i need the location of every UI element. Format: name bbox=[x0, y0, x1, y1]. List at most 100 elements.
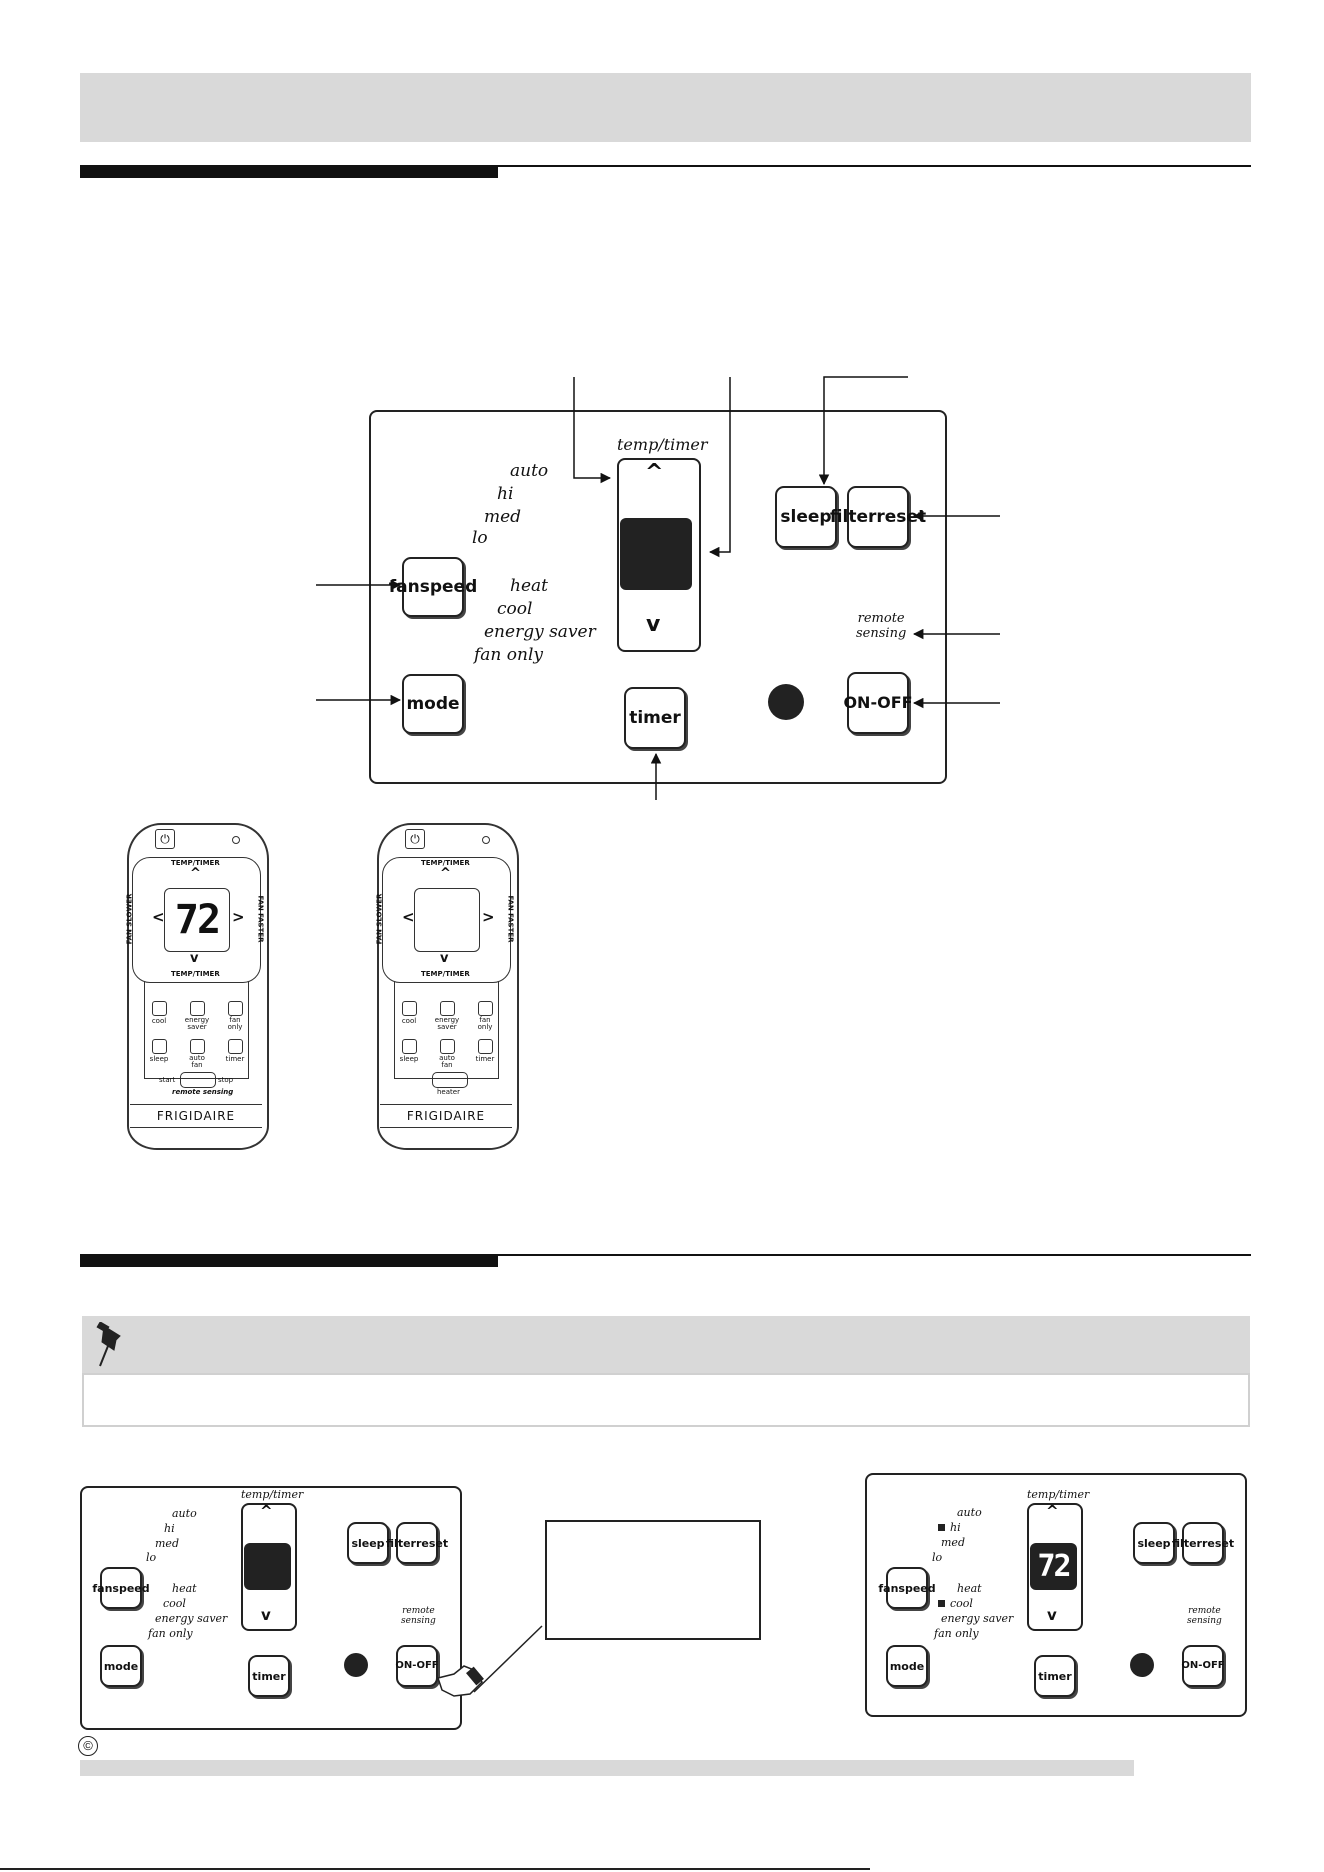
remote-sensor-indicator bbox=[344, 1653, 368, 1677]
on-off-button[interactable]: ON-OFF bbox=[1181, 1645, 1225, 1687]
mode-button[interactable]: mode bbox=[886, 1645, 928, 1687]
remote-dpad-frame bbox=[382, 857, 511, 983]
hand-pointer-icon bbox=[437, 1625, 543, 1697]
on-off-label-1: ON- bbox=[1181, 1660, 1203, 1671]
op-mode-heat: heat bbox=[172, 1582, 197, 1595]
cool-indicator-icon bbox=[938, 1600, 945, 1607]
fan-speed-label-1: fan bbox=[92, 1581, 113, 1595]
display-label: temp/timer bbox=[1027, 1488, 1090, 1501]
on-off-button[interactable]: ON-OFF bbox=[843, 672, 913, 734]
op-mode-energy-saver: energy saver bbox=[941, 1612, 1014, 1625]
display-label: temp/timer bbox=[617, 435, 708, 454]
indicator-led bbox=[232, 836, 240, 844]
fan-speed-label-1: fan bbox=[878, 1581, 899, 1595]
remote-timer-button[interactable] bbox=[228, 1039, 243, 1054]
timer-button[interactable]: timer bbox=[624, 687, 686, 749]
on-off-label-2: OFF bbox=[416, 1660, 439, 1671]
copyright-icon: © bbox=[78, 1736, 98, 1756]
op-mode-cool: cool bbox=[163, 1597, 186, 1610]
remote-energy-saver-label: energy saver bbox=[184, 1016, 210, 1031]
remote-sensing-line-1: remote bbox=[857, 611, 905, 626]
timer-button[interactable]: timer bbox=[248, 1655, 290, 1697]
up-arrow-icon[interactable]: ^ bbox=[645, 460, 664, 485]
remote-sensing-line-2: sensing bbox=[856, 625, 907, 641]
down-arrow-icon[interactable]: v bbox=[1047, 1606, 1057, 1624]
remote-fan-only-label: fan only bbox=[227, 1016, 243, 1031]
mode-button[interactable]: mode bbox=[402, 674, 464, 734]
sleep-button[interactable]: sleep bbox=[1133, 1522, 1175, 1564]
remote-up-icon[interactable]: ^ bbox=[190, 866, 201, 881]
remote-auto-fan-label: auto fan bbox=[439, 1054, 455, 1069]
power-icon[interactable]: ⏻ bbox=[405, 829, 425, 849]
remote-down-icon[interactable]: v bbox=[190, 951, 199, 966]
remote-up-icon[interactable]: ^ bbox=[440, 866, 451, 881]
up-arrow-icon[interactable]: ^ bbox=[260, 1502, 273, 1520]
sleep-button[interactable]: sleep bbox=[775, 486, 837, 548]
remote-brand-logo: FRIGIDAIRE bbox=[130, 1104, 262, 1128]
remote-cool-button[interactable] bbox=[152, 1001, 167, 1016]
remote-energy-saver-button[interactable] bbox=[440, 1001, 455, 1016]
remote-energy-saver-label: energy saver bbox=[434, 1016, 460, 1031]
remote-fan-only-button[interactable] bbox=[228, 1001, 243, 1016]
remote-sensing-sub-label: remote sensing bbox=[172, 1088, 234, 1096]
fan-speed-label-2: speed bbox=[419, 576, 478, 597]
remote-down-icon[interactable]: v bbox=[440, 951, 449, 966]
sleep-button[interactable]: sleep bbox=[347, 1522, 389, 1564]
temp-display-screen: 72 bbox=[1030, 1543, 1077, 1590]
remote-sensor-indicator bbox=[768, 684, 804, 720]
indicator-led bbox=[482, 836, 490, 844]
section-rule-thick bbox=[80, 1255, 498, 1267]
remote-timer-button[interactable] bbox=[478, 1039, 493, 1054]
remote-auto-fan-label: auto fan bbox=[189, 1054, 205, 1069]
filter-reset-label-1: filter bbox=[385, 1536, 416, 1550]
down-arrow-icon[interactable]: v bbox=[261, 1606, 271, 1624]
display-label: temp/timer bbox=[241, 1488, 304, 1501]
fan-mode-lo: lo bbox=[146, 1551, 157, 1564]
on-off-label-1: ON- bbox=[395, 1660, 417, 1671]
page-bottom-rule bbox=[0, 1868, 870, 1870]
op-mode-fan-only: fan only bbox=[474, 645, 544, 665]
remote-sleep-label: sleep bbox=[399, 1055, 419, 1063]
remote-start-label: start bbox=[159, 1076, 176, 1084]
fan-mode-auto: auto bbox=[172, 1507, 197, 1520]
remote-sensing-line-2: sensing bbox=[1187, 1616, 1222, 1627]
timer-button[interactable]: timer bbox=[1034, 1655, 1076, 1697]
footer-bar bbox=[80, 1760, 1134, 1776]
on-off-label-2: OFF bbox=[877, 693, 913, 712]
up-arrow-icon[interactable]: ^ bbox=[1046, 1502, 1059, 1520]
remote-heater-label: heater bbox=[437, 1088, 460, 1096]
remote-left-icon[interactable]: < bbox=[402, 908, 415, 926]
remote-right-icon[interactable]: > bbox=[482, 908, 495, 926]
callout-arrows bbox=[316, 376, 1000, 800]
remote-cool-button[interactable] bbox=[402, 1001, 417, 1016]
fan-mode-med: med bbox=[484, 507, 522, 527]
remote-sensing-button[interactable] bbox=[180, 1072, 216, 1088]
op-mode-cool: cool bbox=[497, 599, 533, 619]
filter-reset-label-1: filter bbox=[829, 506, 877, 527]
hi-indicator-icon bbox=[938, 1524, 945, 1531]
remote-energy-saver-button[interactable] bbox=[190, 1001, 205, 1016]
filter-reset-label-2: reset bbox=[415, 1536, 449, 1550]
down-arrow-icon[interactable]: v bbox=[646, 612, 661, 637]
on-off-button[interactable]: ON-OFF bbox=[395, 1645, 439, 1687]
remote-heater-button[interactable] bbox=[432, 1072, 468, 1088]
mode-button[interactable]: mode bbox=[100, 1645, 142, 1687]
remote-fan-only-button[interactable] bbox=[478, 1001, 493, 1016]
op-mode-fan-only: fan only bbox=[148, 1627, 193, 1640]
remote-sleep-button[interactable] bbox=[402, 1039, 417, 1054]
remote-auto-fan-button[interactable] bbox=[440, 1039, 455, 1054]
op-mode-energy-saver: energy saver bbox=[484, 622, 596, 642]
remote-left-icon[interactable]: < bbox=[152, 908, 165, 926]
fan-mode-lo: lo bbox=[472, 528, 488, 548]
power-icon[interactable]: ⏻ bbox=[155, 829, 175, 849]
remote-right-icon[interactable]: > bbox=[232, 908, 245, 926]
remote-auto-fan-button[interactable] bbox=[190, 1039, 205, 1054]
remote-sleep-button[interactable] bbox=[152, 1039, 167, 1054]
